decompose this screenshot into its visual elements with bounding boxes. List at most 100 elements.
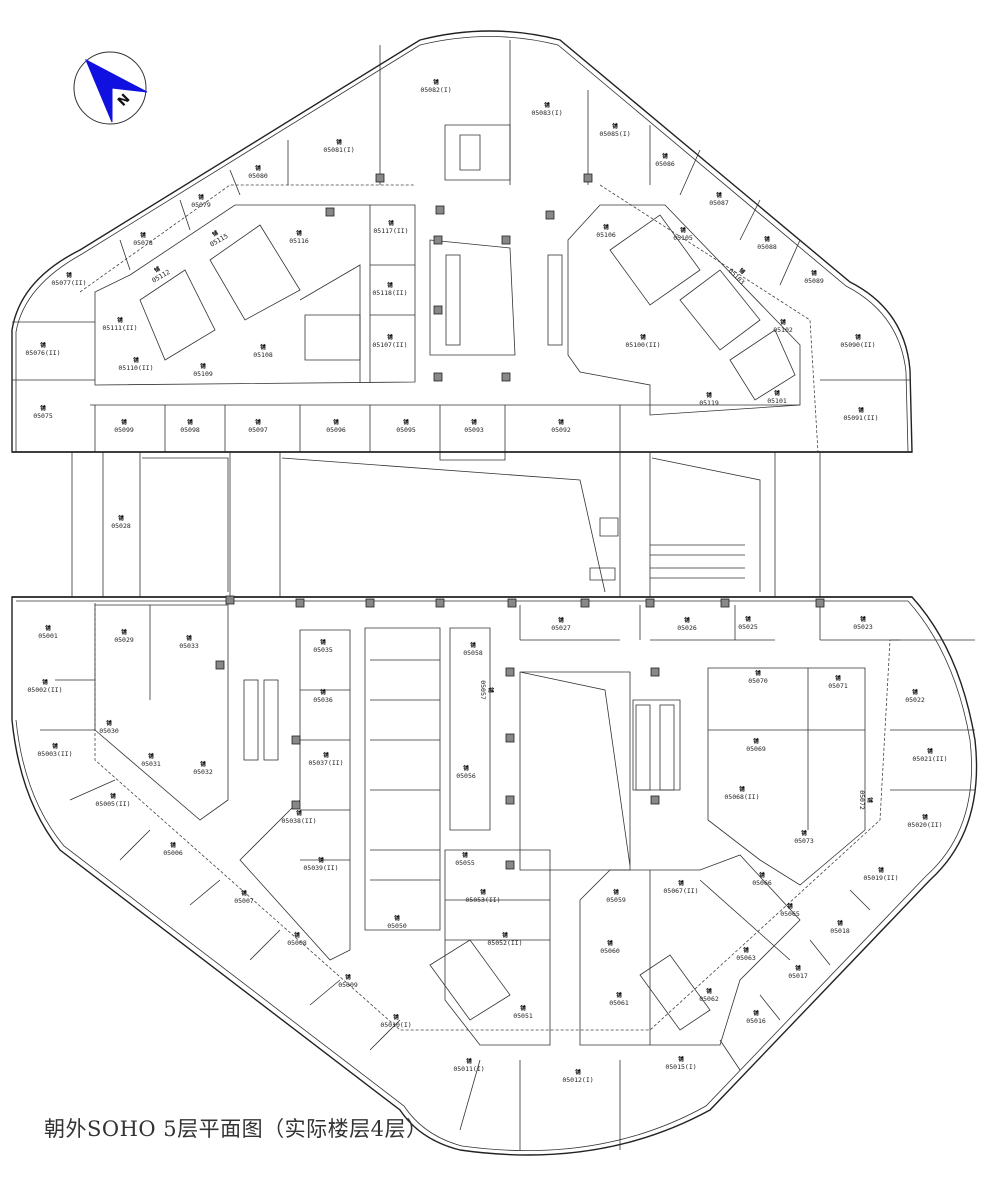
shop-mark: 铺 (480, 888, 486, 896)
room-number: 05026 (677, 624, 697, 632)
shop-mark: 铺 (716, 191, 722, 199)
room-number: 05001 (38, 632, 58, 640)
room-number: 05098 (180, 426, 200, 434)
shop-mark: 铺 (52, 742, 58, 750)
